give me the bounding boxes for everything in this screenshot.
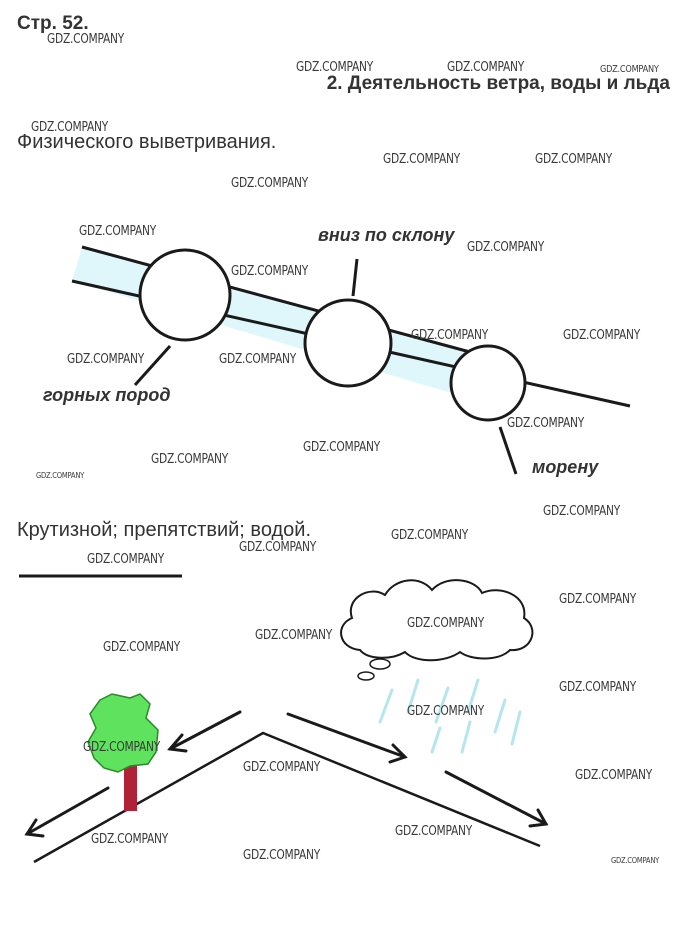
watermark: GDZ.COMPANY xyxy=(543,504,621,519)
watermark: GDZ.COMPANY xyxy=(383,152,461,167)
watermark: GDZ.COMPANY xyxy=(83,740,161,755)
label-down-slope: вниз по склону xyxy=(318,225,455,245)
watermark: GDZ.COMPANY xyxy=(296,60,374,75)
watermark: GDZ.COMPANY xyxy=(79,224,157,239)
watermark: GDZ.COMPANY xyxy=(559,680,637,695)
watermark: GDZ.COMPANY xyxy=(243,848,321,863)
watermark: GDZ.COMPANY xyxy=(151,452,229,467)
watermark: GDZ.COMPANY xyxy=(535,152,613,167)
watermark: GDZ.COMPANY xyxy=(575,768,653,783)
mountain-slope xyxy=(33,731,541,864)
page-number: Стр. 52. xyxy=(17,13,89,34)
circle-1 xyxy=(138,248,232,342)
watermark: GDZ.COMPANY xyxy=(407,616,485,631)
label-rocks: горных пород xyxy=(43,385,171,405)
glacier-top-line xyxy=(81,245,471,354)
pointer-rocks xyxy=(133,344,172,387)
answer-weathering: Физического выветривания. xyxy=(17,131,277,153)
watermark: GDZ.COMPANY xyxy=(67,352,145,367)
circle-2 xyxy=(303,298,393,388)
watermark: GDZ.COMPANY xyxy=(47,32,125,47)
watermark: GDZ.COMPANY xyxy=(243,760,321,775)
watermark: GDZ.COMPANY xyxy=(447,60,525,75)
watermark: GDZ.COMPANY xyxy=(87,552,165,567)
watermark: GDZ.COMPANY xyxy=(467,240,545,255)
answer-water-conditions: Крутизной; препятствий; водой. xyxy=(17,519,312,541)
watermark: GDZ.COMPANY xyxy=(255,628,333,643)
watermark: GDZ.COMPANY xyxy=(559,592,637,607)
tree-icon xyxy=(87,693,159,773)
watermark: GDZ.COMPANY xyxy=(91,832,169,847)
watermark: GDZ.COMPANY xyxy=(391,528,469,543)
tree-trunk xyxy=(124,760,137,811)
section-title: 2. Деятельность ветра, воды и льда xyxy=(326,73,670,94)
pointer-slope xyxy=(351,258,359,297)
watermark: GDZ.COMPANY xyxy=(563,328,641,343)
watermark: GDZ.COMPANY xyxy=(611,856,660,865)
watermark: GDZ.COMPANY xyxy=(231,176,309,191)
label-moraine: морену xyxy=(532,457,599,477)
watermark: GDZ.COMPANY xyxy=(231,264,309,279)
flow-arrows xyxy=(24,710,549,838)
watermark: GDZ.COMPANY xyxy=(411,328,489,343)
cloud-puff-2 xyxy=(357,671,375,681)
pointer-moraine xyxy=(498,426,518,475)
cloud-puff-1 xyxy=(369,658,391,670)
watermark: GDZ.COMPANY xyxy=(103,640,181,655)
watermark: GDZ.COMPANY xyxy=(219,352,297,367)
circle-3 xyxy=(449,344,527,422)
rain-icon xyxy=(378,678,522,754)
watermark: GDZ.COMPANY xyxy=(407,704,485,719)
watermark: GDZ.COMPANY xyxy=(507,416,585,431)
watermark: GDZ.COMPANY xyxy=(600,64,659,75)
watermark: GDZ.COMPANY xyxy=(31,120,109,135)
watermark: GDZ.COMPANY xyxy=(239,540,317,555)
watermark: GDZ.COMPANY xyxy=(395,824,473,839)
watermark: GDZ.COMPANY xyxy=(36,471,85,480)
watermark: GDZ.COMPANY xyxy=(303,440,381,455)
cloud-icon xyxy=(340,579,534,662)
